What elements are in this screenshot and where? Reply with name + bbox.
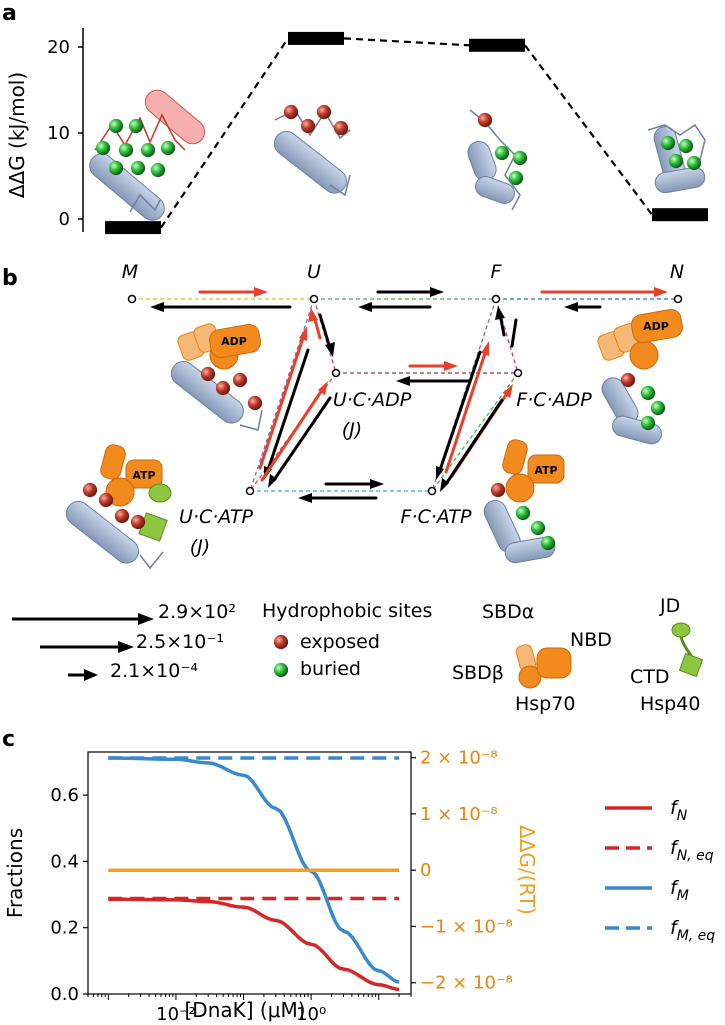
chart-xlabel: [DnaK] (μM) <box>185 998 306 1022</box>
chart-frame <box>87 751 412 995</box>
atp-tag-right: ATP <box>534 464 557 477</box>
energy-ytick-20: 20 <box>47 37 70 58</box>
rate-legend-small: 2.1×10⁻⁴ <box>110 660 198 682</box>
hsp40-name-label: Hsp40 <box>640 693 700 715</box>
hsp70-atp-hsp40-complex-u-illustration: ATP <box>65 444 172 570</box>
chart-xtick-label: 10⁰ <box>296 1004 326 1025</box>
hsp40-ctd-label: CTD <box>630 666 670 688</box>
energy-levels <box>105 31 708 235</box>
chart-xtick-label: 10⁻² <box>156 1004 196 1025</box>
atp-tag-left: ATP <box>132 469 155 482</box>
hydrophobic-legend-title: Hydrophobic sites <box>262 600 432 622</box>
hsp70-atp-complex-f-illustration: ATP <box>483 439 565 564</box>
energy-ylabel: ΔΔG (kJ/mol) <box>5 72 29 198</box>
state-u-c-adp-j: (J) <box>342 419 362 441</box>
energy-connector-M-U <box>160 37 289 229</box>
panel-label-c: c <box>2 727 15 752</box>
chart-y2tick-label: −2 × 10⁻⁸ <box>420 973 513 994</box>
chart-y2tick-label: −1 × 10⁻⁸ <box>420 916 513 937</box>
hsp40-jd-label: JD <box>659 595 680 617</box>
state-n: N <box>670 261 684 283</box>
protein-folding-illustration <box>467 109 528 211</box>
state-f-c-atp: F·C·ATP <box>401 506 472 528</box>
panel-label-b: b <box>2 266 18 291</box>
legend-label: fN <box>670 797 688 824</box>
protein-misfolded-illustration <box>89 89 206 221</box>
protein-native-illustration <box>647 123 706 194</box>
state-u: U <box>307 261 321 283</box>
hsp40-legend-icon <box>671 622 704 678</box>
chart-ytick-label: 0.2 <box>50 918 79 939</box>
protein-unfolded-illustration <box>273 104 351 197</box>
series-line-f-M <box>108 756 400 984</box>
network-nodes <box>127 294 683 496</box>
energy-ytick-10: 10 <box>47 123 70 144</box>
fractions-chart: 0.0 0.2 0.4 0.6 2 × 10⁻⁸ 1 × 10⁻⁸ 0 −1 × 10⁻⁸ −2… <box>50 748 512 1025</box>
reaction-arrows <box>150 287 668 503</box>
chart-y2tick-label: 0 <box>420 860 431 881</box>
chart-legend: fN fN, eq fM fM, eq <box>605 797 715 944</box>
hsp70-nbd-label: NBD <box>570 629 612 651</box>
chart-y2tick-label: 2 × 10⁻⁸ <box>420 748 498 769</box>
chart-y2tick-label: 1 × 10⁻⁸ <box>420 804 498 825</box>
hsp70-legend-icon <box>515 644 572 689</box>
rate-legend-medium: 2.5×10⁻¹ <box>136 631 224 653</box>
hydrophobic-legend-exposed: exposed <box>300 631 380 653</box>
legend-label: fM, eq <box>670 917 715 944</box>
chart-ytick-label: 0.0 <box>50 984 79 1005</box>
hsp70-sbd-beta-label: SBDβ <box>452 662 504 684</box>
hsp70-sbd-alpha-label: SBDα <box>482 601 534 623</box>
energy-level-U <box>288 31 344 45</box>
state-m: M <box>122 261 138 283</box>
state-u-c-adp: U·C·ADP <box>333 389 412 411</box>
energy-level-N <box>652 208 708 222</box>
chart-ylabel: Fractions <box>3 828 27 918</box>
state-f-c-adp: F·C·ADP <box>516 389 592 411</box>
energy-connector-F-N <box>524 44 653 216</box>
adp-tag-right: ADP <box>643 320 669 333</box>
hydrophobic-legend-buried: buried <box>300 658 361 680</box>
energy-connector-U-F <box>343 37 470 47</box>
chart-ytick-label: 0.4 <box>50 851 79 872</box>
panel-label-a: a <box>2 1 17 26</box>
state-u-c-atp-j: (J) <box>190 536 210 558</box>
legend-label: fM <box>670 877 689 904</box>
rate-legend-large: 2.9×10² <box>158 601 236 623</box>
state-u-c-atp: U·C·ATP <box>179 506 253 528</box>
hsp70-adp-complex-f-illustration: ADP <box>597 308 683 445</box>
exposed-site-icon <box>273 634 289 650</box>
adp-tag-left: ADP <box>221 335 247 348</box>
legend-label: fN, eq <box>670 837 714 864</box>
energy-axes <box>78 28 84 232</box>
hsp70-name-label: Hsp70 <box>515 693 575 715</box>
chart-ytick-label: 0.6 <box>50 785 79 806</box>
series-line-f-N <box>108 897 400 992</box>
chart-y2label: ΔΔG/(RT) <box>515 825 539 915</box>
energy-level-F <box>469 38 525 52</box>
rate-legend <box>12 613 154 681</box>
buried-site-icon <box>273 662 289 678</box>
hsp70-adp-complex-u-illustration: ADP <box>170 323 263 431</box>
state-f: F <box>491 261 503 283</box>
energy-level-M <box>105 221 161 235</box>
energy-ytick-0: 0 <box>59 209 70 230</box>
